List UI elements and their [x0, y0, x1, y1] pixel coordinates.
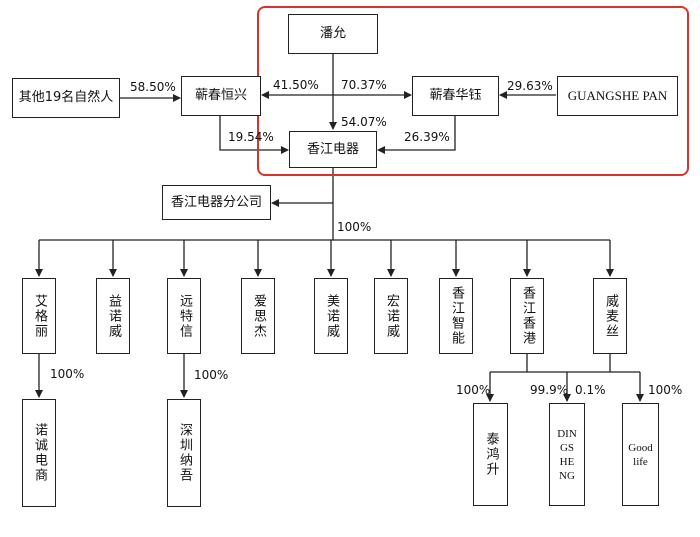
node-taihongsheng: 泰鸿升 [473, 403, 508, 506]
pct-hk-to-dingsheng: 99.9% [530, 383, 569, 397]
node-pan-yun: 潘允 [288, 14, 378, 54]
node-branch-office-label: 香江电器分公司 [170, 194, 262, 210]
pct-hk-to-taihongsheng: 100% [456, 383, 491, 397]
node-qichun-huayu: 蕲春华钰 [412, 76, 499, 116]
node-nuocheng-label: 诺诚电商 [32, 423, 47, 483]
pct-aigeli-to-nuocheng: 100% [50, 367, 85, 381]
node-subsidiary-label: 益诺威 [106, 293, 121, 339]
node-subsidiary: 美诺威 [314, 278, 348, 354]
node-subsidiary: 艾格丽 [22, 278, 56, 354]
node-guangshe-pan-label: GUANGSHE PAN [567, 88, 668, 103]
node-subsidiary-label: 爱思杰 [251, 293, 266, 339]
pct-pan-to-hengxing: 41.50% [273, 78, 319, 92]
node-qichun-huayu-label: 蕲春华钰 [429, 88, 482, 103]
node-other-natural-persons: 其他19名自然人 [12, 78, 120, 118]
pct-electric-to-subsidiaries: 100% [337, 220, 372, 234]
pct-weimaisi-to-dingsheng: 0.1% [575, 383, 606, 397]
pct-guangshe-to-huayu: 29.63% [507, 79, 553, 93]
node-shenzhen-nawu-label: 深圳纳吾 [177, 423, 192, 483]
pct-hengxing-to-electric: 19.54% [228, 130, 274, 144]
node-subsidiary-label: 远特信 [177, 293, 192, 339]
pct-huayu-to-electric: 26.39% [404, 130, 450, 144]
node-goodlife: Good life [622, 403, 659, 506]
node-guangshe-pan: GUANGSHE PAN [557, 76, 678, 116]
node-dingsheng: DIN GS HE NG [549, 403, 585, 506]
node-subsidiary: 香江智能 [439, 278, 473, 354]
node-subsidiary: 威麦丝 [593, 278, 627, 354]
node-shenzhen-nawu: 深圳纳吾 [167, 399, 201, 507]
node-subsidiary-label: 威麦丝 [603, 293, 618, 339]
node-other-natural-persons-label: 其他19名自然人 [18, 90, 114, 105]
node-goodlife-label: Good life [628, 441, 653, 468]
pct-other-to-hengxing: 58.50% [130, 80, 176, 94]
pct-pan-to-huayu: 70.37% [341, 78, 387, 92]
pct-weimaisi-to-goodlife: 100% [648, 383, 683, 397]
node-branch-office: 香江电器分公司 [162, 185, 271, 220]
node-qichun-hengxing: 蕲春恒兴 [181, 76, 261, 116]
node-subsidiary-label: 宏诺威 [384, 293, 399, 339]
node-nuocheng: 诺诚电商 [22, 399, 56, 507]
node-xiangjiang-electric-label: 香江电器 [306, 141, 359, 157]
node-subsidiary: 宏诺威 [374, 278, 408, 354]
node-dingsheng-label: DIN GS HE NG [557, 427, 577, 482]
pct-pan-to-electric: 54.07% [341, 115, 387, 129]
node-taihongsheng-label: 泰鸿升 [483, 432, 499, 477]
node-subsidiary-label: 艾格丽 [32, 293, 47, 339]
node-subsidiary: 远特信 [167, 278, 201, 354]
node-subsidiary-label: 美诺威 [324, 293, 339, 339]
node-subsidiary-label: 香江智能 [449, 286, 464, 346]
node-subsidiary: 爱思杰 [241, 278, 275, 354]
node-xiangjiang-electric: 香江电器 [289, 131, 377, 168]
node-subsidiary-label: 香江香港 [520, 286, 535, 346]
node-qichun-hengxing-label: 蕲春恒兴 [194, 88, 247, 103]
pct-yuantexin-to-nawu: 100% [194, 368, 229, 382]
node-subsidiary: 益诺威 [96, 278, 130, 354]
node-subsidiary: 香江香港 [510, 278, 544, 354]
node-pan-yun-label: 潘允 [319, 26, 346, 41]
